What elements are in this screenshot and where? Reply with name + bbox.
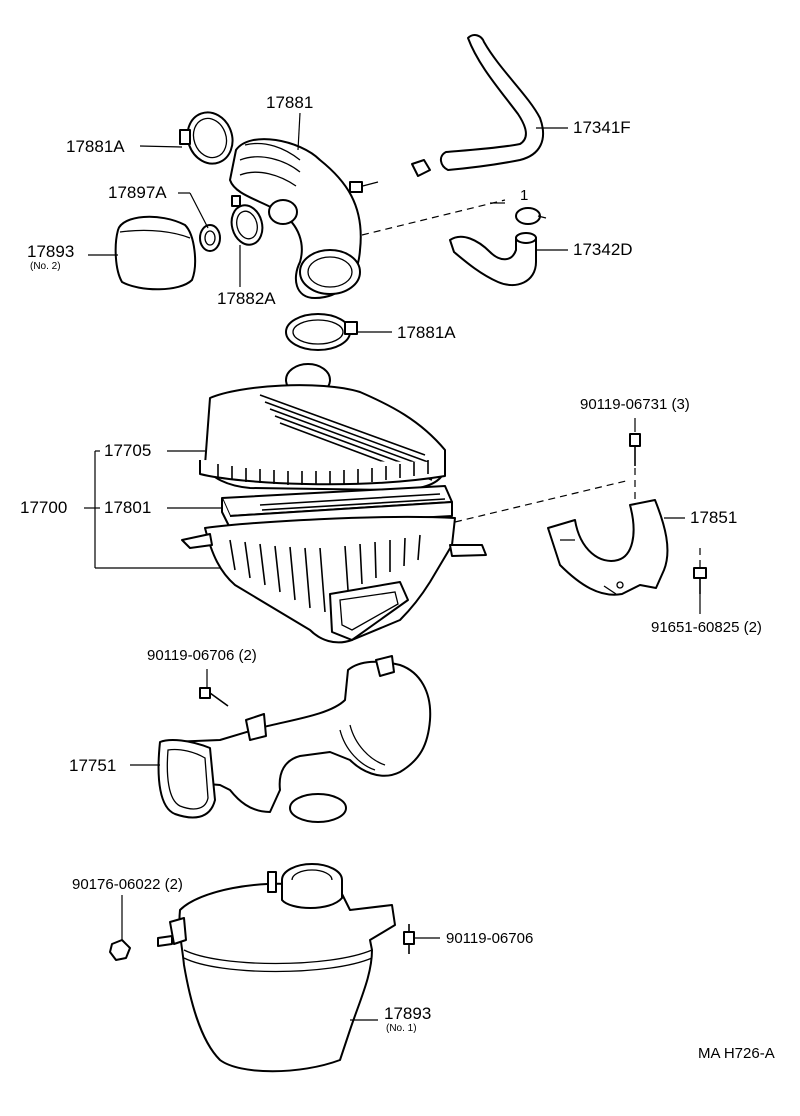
bolt-91651-60825 (693, 548, 707, 594)
label-17751: 17751 (69, 756, 117, 775)
label-bolt-90119-06706-x2: 90119-06706 (2) (147, 647, 257, 664)
label-17705: 17705 (104, 441, 152, 460)
hose-clamp-17881a-top (179, 111, 234, 165)
hose-clamp-17881a-mid (285, 313, 358, 351)
label-nut-90176-06022: 90176-06022 (2) (72, 876, 183, 893)
air-cleaner-cap-17705 (199, 363, 446, 491)
label-17882a: 17882A (217, 289, 276, 308)
bracket-17851 (547, 499, 669, 596)
label-bolt-90119-06706: 90119-06706 (446, 930, 534, 947)
label-17801: 17801 (104, 498, 152, 517)
label-17341f: 17341F (573, 118, 631, 137)
leader-dashed-bracket (454, 479, 631, 523)
nut-90176-06022 (109, 939, 131, 961)
bolt-90119-06731 (629, 433, 641, 500)
label-17342d: 17342D (573, 240, 633, 259)
figure-reference-code: MA H726-A (698, 1045, 775, 1062)
clamp-ref-1 (515, 207, 547, 225)
label-17897a: 17897A (108, 183, 167, 202)
label-17881a-mid: 17881A (397, 323, 456, 342)
label-bolt-90119-06731: 90119-06731 (3) (580, 396, 690, 413)
breather-hose-17341f (411, 34, 545, 177)
resonator-17893-no2 (114, 215, 221, 291)
air-intake-hose-17881 (229, 138, 379, 299)
leader-lines (84, 112, 701, 1021)
inlet-duct-17751 (157, 655, 432, 823)
label-bolt-91651-60825: 91651-60825 (2) (651, 619, 762, 636)
label-clamp-ref-1: 1 (520, 187, 529, 204)
air-cleaner-case (181, 515, 487, 644)
label-17893-no2: 17893 (27, 242, 75, 261)
label-17851: 17851 (690, 508, 738, 527)
label-17893-no2-note: (No. 2) (30, 261, 61, 272)
hose-clamp-17882a (230, 195, 264, 246)
label-17881a-top: 17881A (66, 137, 125, 156)
leader-dashed-hose (361, 199, 506, 236)
label-17881: 17881 (266, 93, 314, 112)
bolt-90119-06706 (403, 924, 415, 954)
bolt-90119-06706-x2 (199, 687, 229, 707)
label-17700: 17700 (20, 498, 68, 517)
label-17893-no1: 17893 (384, 1004, 432, 1023)
hose-17342d (449, 232, 537, 287)
resonator-17893-no1 (157, 863, 396, 1073)
label-17893-no1-note: (No. 1) (386, 1023, 417, 1034)
